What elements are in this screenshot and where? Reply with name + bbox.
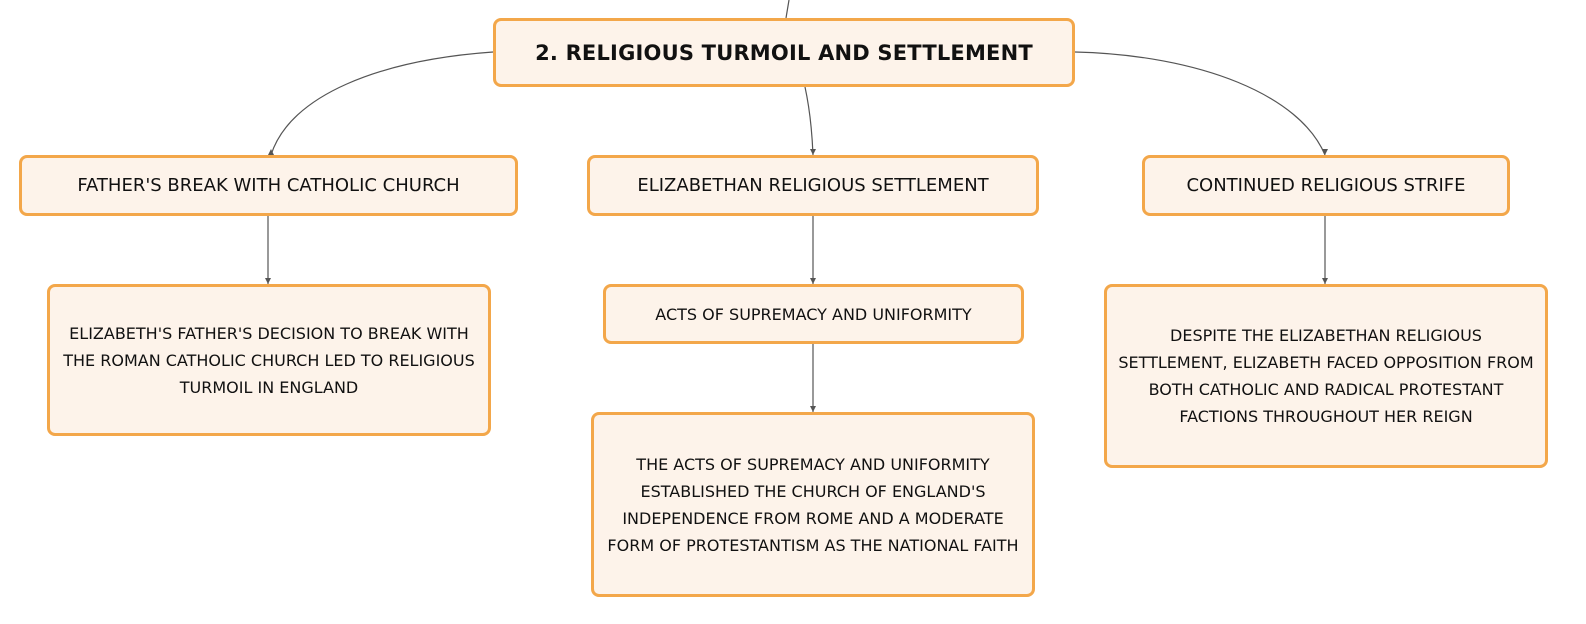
- root-topic-label: 2. RELIGIOUS TURMOIL AND SETTLEMENT: [535, 40, 1033, 65]
- leaf-text: ELIZABETH'S FATHER'S DECISION TO BREAK W…: [63, 323, 475, 397]
- leaf-node-opposition[interactable]: DESPITE THE ELIZABETHAN RELIGIOUS SETTLE…: [1104, 284, 1548, 468]
- connector-root-to-branch-3: [1074, 51, 1326, 156]
- leaf-node-acts-established[interactable]: THE ACTS OF SUPREMACY AND UNIFORMITY EST…: [591, 412, 1035, 597]
- subtopic-node-acts[interactable]: ACTS OF SUPREMACY AND UNIFORMITY: [603, 284, 1024, 344]
- connector-root-to-branch-1: [270, 51, 494, 156]
- branch-node-religious-settlement[interactable]: ELIZABETHAN RELIGIOUS SETTLEMENT: [587, 155, 1039, 216]
- root-topic-node[interactable]: 2. RELIGIOUS TURMOIL AND SETTLEMENT: [493, 18, 1075, 87]
- branch-node-fathers-break[interactable]: FATHER'S BREAK WITH CATHOLIC CHURCH: [19, 155, 518, 216]
- connector-incoming-root: [785, 0, 790, 19]
- branch-label: FATHER'S BREAK WITH CATHOLIC CHURCH: [77, 175, 460, 196]
- leaf-text: DESPITE THE ELIZABETHAN RELIGIOUS SETTLE…: [1118, 326, 1534, 426]
- branch-label: CONTINUED RELIGIOUS STRIFE: [1186, 175, 1466, 196]
- connector-root-to-branch-2: [804, 86, 814, 156]
- subtopic-label: ACTS OF SUPREMACY AND UNIFORMITY: [655, 304, 972, 324]
- branch-node-continued-strife[interactable]: CONTINUED RELIGIOUS STRIFE: [1142, 155, 1510, 216]
- leaf-node-fathers-decision[interactable]: ELIZABETH'S FATHER'S DECISION TO BREAK W…: [47, 284, 491, 436]
- leaf-text: THE ACTS OF SUPREMACY AND UNIFORMITY EST…: [607, 454, 1019, 555]
- branch-label: ELIZABETHAN RELIGIOUS SETTLEMENT: [637, 175, 989, 196]
